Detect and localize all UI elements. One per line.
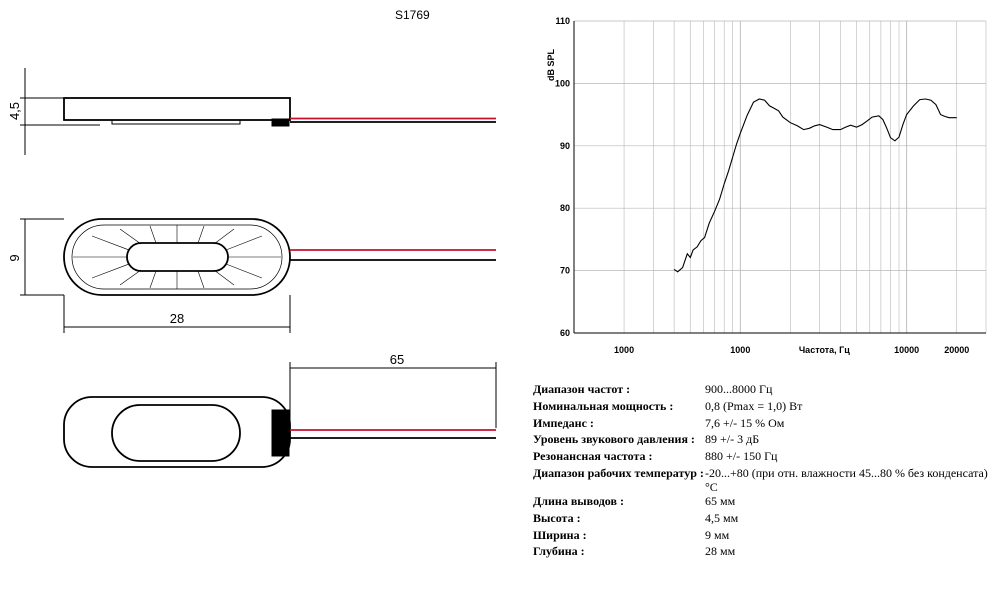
y-axis-label: dB SPL (546, 49, 556, 82)
width-dimension: 9 (7, 254, 22, 261)
x-axis-label: Частота, Гц (799, 345, 850, 355)
spec-row: Длина выводов : 65 мм (533, 494, 993, 511)
side-view (20, 68, 496, 155)
top-outer-body (63, 218, 291, 296)
spec-label: Импеданс : (533, 415, 594, 430)
spec-label: Длина выводов : (533, 493, 624, 508)
y-tick-label: 100 (555, 78, 570, 88)
spec-value: 65 мм (705, 493, 736, 508)
specifications-table: Диапазон частот : 900...8000 Гц Номинальна… (533, 382, 993, 561)
chart-axes: 60 70 80 90 100 110 1000 1000 10000 20000 (555, 16, 986, 355)
x-tick-label: 20000 (944, 345, 969, 355)
height-dimension: 4,5 (7, 102, 22, 120)
spec-row: Резонансная частота : 880 +/- 150 Гц (533, 449, 993, 466)
spec-label: Диапазон рабочих температур : (533, 465, 704, 480)
frequency-response-line (673, 98, 957, 273)
bottom-oval (111, 404, 241, 462)
spec-value: 880 +/- 150 Гц (705, 449, 778, 464)
spec-label: Высота : (533, 510, 581, 525)
spec-row: Глубина : 28 мм (533, 544, 993, 561)
spec-label: Глубина : (533, 544, 585, 559)
spec-value: 4,5 мм (705, 510, 739, 525)
spec-row: Высота : 4,5 мм (533, 511, 993, 528)
x-tick-label: 1000 (730, 345, 750, 355)
spec-value: 9 мм (705, 527, 730, 542)
spec-value: 28 мм (705, 544, 736, 559)
technical-drawing: 4,5 9 28 (7, 68, 497, 468)
spec-value: 7,6 +/- 15 % Ом (705, 415, 785, 430)
top-view (20, 218, 496, 333)
diaphragm-spokes (73, 225, 281, 289)
side-diaphragm (111, 119, 241, 125)
spec-row: Диапазон рабочих температур :-20...+80 (… (533, 466, 993, 494)
side-body (63, 97, 291, 121)
wire-length-dimension: 65 (390, 352, 404, 367)
y-tick-label: 90 (560, 141, 570, 151)
spec-row: Номинальная мощность : 0,8 (Pmax = 1,0) В… (533, 399, 993, 416)
y-tick-label: 70 (560, 266, 570, 276)
spec-label: Диапазон частот : (533, 382, 631, 396)
y-tick-label: 110 (555, 16, 570, 26)
spec-row: Импеданс : 7,6 +/- 15 % Ом (533, 416, 993, 433)
spec-value: 89 +/- 3 дБ (705, 432, 760, 447)
model-number: S1769 (395, 8, 430, 22)
y-tick-label: 80 (560, 203, 570, 213)
y-tick-label: 60 (560, 328, 570, 338)
spec-label: Уровень звукового давления : (533, 432, 695, 447)
top-center-cap (126, 242, 229, 272)
spec-value: -20...+80 (при отн. влажности 45...80 % … (705, 465, 988, 494)
spec-row: Ширина : 9 мм (533, 528, 993, 545)
spec-label: Ширина : (533, 527, 587, 542)
spec-row: Диапазон частот : 900...8000 Гц (533, 382, 993, 399)
length-dimension: 28 (170, 311, 184, 326)
spec-row: Уровень звукового давления : 89 +/- 3 дБ (533, 432, 993, 449)
bottom-view (63, 362, 497, 468)
spec-value: 0,8 (Pmax = 1,0) Вт (705, 398, 803, 413)
x-tick-label: 1000 (614, 345, 634, 355)
side-connector (271, 118, 290, 127)
spec-value: 900...8000 Гц (705, 382, 773, 396)
bottom-connector (271, 409, 290, 457)
spec-label: Резонансная частота : (533, 449, 653, 464)
bottom-outer-body (63, 396, 291, 468)
x-tick-label: 10000 (894, 345, 919, 355)
spec-label: Номинальная мощность : (533, 398, 674, 413)
chart-grid (573, 20, 987, 334)
